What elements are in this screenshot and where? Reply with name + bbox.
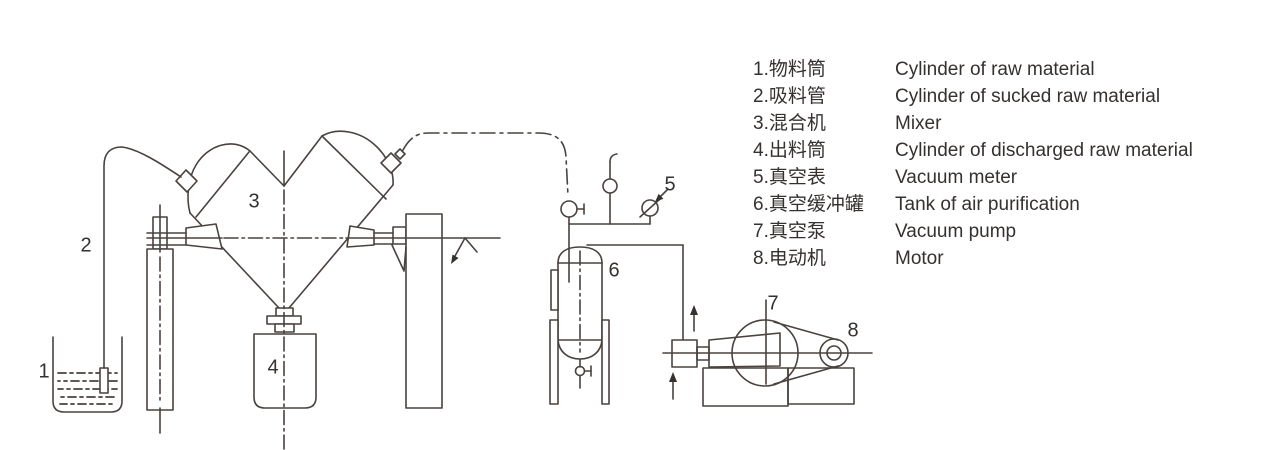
rotation-arrow [451, 237, 478, 264]
belt-lower [773, 365, 839, 385]
mixer-inlet-nozzle [175, 169, 198, 193]
right-bearing-block [392, 226, 407, 245]
drain-valve [574, 358, 592, 389]
legend-label-zh: 3.混合机 [753, 113, 826, 134]
legend-label-zh: 5.真空表 [753, 167, 826, 188]
drive-shafts [146, 232, 394, 246]
legend-row: 3.混合机 Mixer [753, 110, 1193, 137]
legend-label-en: Cylinder of sucked raw material [895, 86, 1161, 107]
right-support-column [405, 213, 443, 409]
legend-row: 8.电动机 Motor [753, 245, 1193, 272]
right-support-brace [391, 244, 407, 272]
belt-upper [773, 321, 839, 341]
suction-pipe [103, 146, 182, 369]
suction-nozzle [99, 367, 109, 394]
part-label-4: 4 [267, 356, 279, 379]
legend-label-en: Motor [895, 248, 944, 269]
v-mixer [187, 130, 394, 309]
flow-arrow-up-1 [690, 305, 698, 332]
legend-label-zh: 7.真空泵 [753, 221, 826, 242]
part-label-6: 6 [608, 259, 620, 282]
air-bleed-valve [602, 153, 618, 225]
legend: 1.物料筒 Cylinder of raw material 2.吸料管 Cyl… [753, 56, 1193, 272]
legend-label-zh: 8.电动机 [753, 248, 826, 269]
mixer-vacuum-nozzle [380, 148, 406, 174]
shutoff-valve [560, 200, 585, 283]
legend-label-en: Vacuum pump [895, 221, 1017, 242]
legend-row: 6.真空缓冲罐 Tank of air purification [753, 191, 1193, 218]
flow-arrow-up-2 [669, 372, 677, 400]
vacuum-meter [639, 188, 669, 225]
part-label-7: 7 [767, 292, 779, 315]
pump-motor-base [702, 367, 855, 407]
left-trunnion [185, 223, 223, 250]
legend-row: 5.真空表 Vacuum meter [753, 164, 1193, 191]
right-trunnion [346, 225, 375, 248]
legend-label-zh: 2.吸料管 [753, 86, 826, 107]
part-label-5: 5 [664, 173, 676, 196]
legend-label-en: Tank of air purification [895, 194, 1080, 215]
legend-label-en: Vacuum meter [895, 167, 1018, 188]
legend-label-zh: 6.真空缓冲罐 [753, 194, 864, 215]
legend-label-zh: 1.物料筒 [753, 59, 826, 80]
part-label-3: 3 [248, 190, 260, 213]
vacuum-hose [402, 132, 569, 197]
tank-outlet-pipe [586, 244, 684, 341]
part-label-8: 8 [847, 319, 859, 342]
raw-material-container [52, 336, 123, 413]
part-label-2: 2 [80, 234, 92, 257]
legend-row: 1.物料筒 Cylinder of raw material [753, 56, 1193, 83]
legend-label-zh: 4.出料筒 [753, 140, 826, 161]
legend-row: 4.出料筒 Cylinder of discharged raw materia… [753, 137, 1193, 164]
legend-label-en: Cylinder of discharged raw material [895, 140, 1193, 161]
legend-row: 7.真空泵 Vacuum pump [753, 218, 1193, 245]
discharge-container [253, 333, 317, 409]
tank-leg-left [549, 319, 559, 405]
pump-body [708, 332, 781, 368]
tank-leg-right [601, 319, 610, 405]
centerlines [146, 189, 501, 450]
vacuum-buffer-tank [549, 246, 610, 405]
legend-row: 2.吸料管 Cylinder of sucked raw material [753, 83, 1193, 110]
legend-label-en: Mixer [895, 113, 942, 134]
legend-label-en: Cylinder of raw material [895, 59, 1095, 80]
level-gauge [550, 269, 559, 311]
part-label-1: 1 [38, 360, 50, 383]
